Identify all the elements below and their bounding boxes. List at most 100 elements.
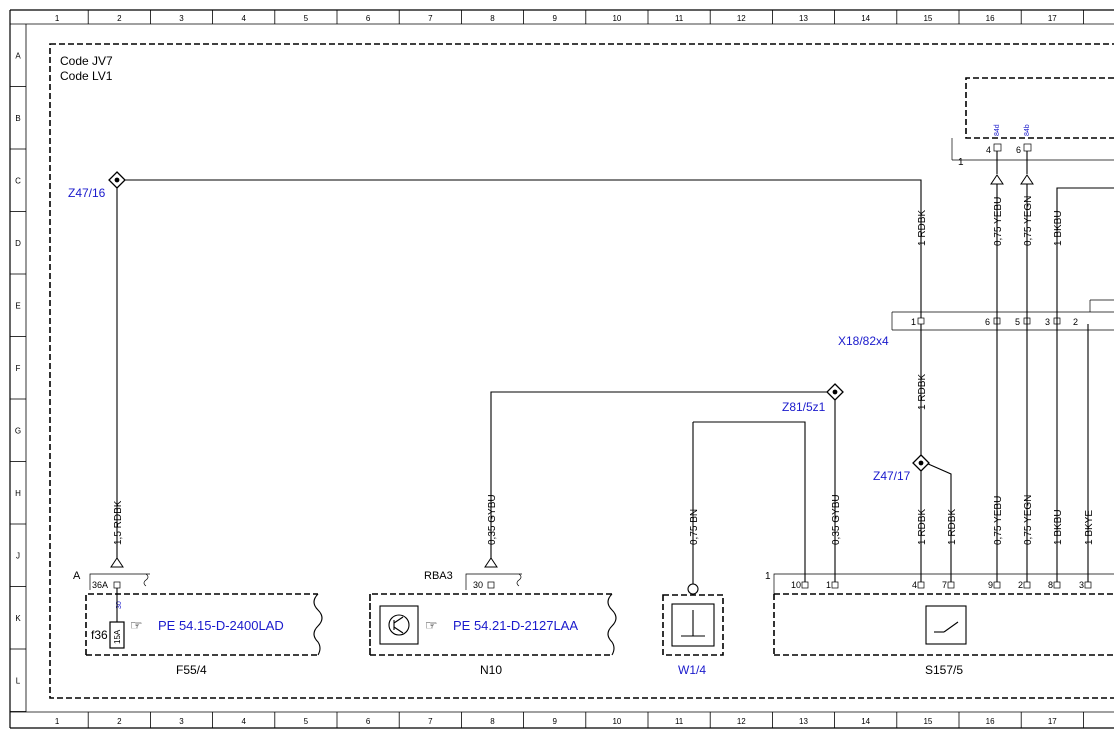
s157-pin-label: 9 <box>988 580 993 590</box>
column-number-top: 11 <box>675 14 684 23</box>
row-letter: G <box>15 426 21 435</box>
splice-z81-5z1: Z81/5z1 <box>782 383 844 414</box>
wires <box>116 151 1114 584</box>
column-number-top: 16 <box>986 14 995 23</box>
wire-label-w9: 1 RDBK <box>917 374 928 410</box>
row-letter: C <box>15 176 21 185</box>
column-number-bottom: 8 <box>490 717 495 726</box>
column-number-bottom: 1 <box>55 717 60 726</box>
s157-pin-socket <box>993 581 1001 589</box>
wire-label-w10: 1 RDBK <box>917 509 928 545</box>
n10-name: N10 <box>480 663 502 677</box>
column-number-bottom: 9 <box>552 717 557 726</box>
row-letter: F <box>16 364 21 373</box>
n10-ref-icon: ☞ <box>425 617 438 633</box>
wire-label-w5: 1 RDBK <box>917 210 928 246</box>
column-number-bottom: 7 <box>428 717 433 726</box>
wire-label-w6: 0,75 YEBU <box>993 197 1004 246</box>
column-number-top: 14 <box>861 14 870 23</box>
wire-label-w14: 1 BKBU <box>1053 509 1064 545</box>
s157-pin-label: 4 <box>912 580 917 590</box>
f55-pin: 36A <box>92 580 108 590</box>
f55-fuse-rating: 15A <box>113 629 122 644</box>
wire-label-w4: 0,35 GYBU <box>831 494 842 545</box>
column-number-bottom: 2 <box>117 717 122 726</box>
splice-z81-5z1-label: Z81/5z1 <box>782 400 826 414</box>
f55-pin-blue: 30 <box>116 601 123 609</box>
wire-label-w2: 0,35 GYBU <box>487 494 498 545</box>
column-number-top: 4 <box>241 14 246 23</box>
s157-pin-label: 8 <box>1048 580 1053 590</box>
w1-4-name: W1/4 <box>678 663 706 677</box>
column-number-top: 3 <box>179 14 184 23</box>
component-n10: RBA3 30 ☞ PE 54.21-D-2127LAA N10 <box>369 570 617 677</box>
column-number-top: 7 <box>428 14 433 23</box>
n10-pin: 30 <box>473 580 483 590</box>
row-letter: D <box>15 239 21 248</box>
s157-pin-socket <box>1023 581 1031 589</box>
x18-pin-1: 1 <box>911 317 916 327</box>
x18-label: X18/82x4 <box>838 334 889 348</box>
component-w1-4: W1/4 <box>662 583 724 677</box>
column-number-bottom: 12 <box>737 717 746 726</box>
column-number-top: 5 <box>304 14 309 23</box>
column-number-bottom: 13 <box>799 717 808 726</box>
code-label-lv1: Code LV1 <box>60 69 113 83</box>
column-number-bottom: 14 <box>861 717 870 726</box>
row-letter: E <box>15 301 20 310</box>
n10-ref[interactable]: PE 54.21-D-2127LAA <box>453 618 578 633</box>
code-label-jv7: Code JV7 <box>60 54 113 68</box>
f55-ref-icon: ☞ <box>130 617 143 633</box>
column-number-bottom: 17 <box>1048 717 1057 726</box>
column-number-top: 1 <box>55 14 60 23</box>
x18-pin-5: 5 <box>1015 317 1020 327</box>
row-letter: J <box>16 551 20 560</box>
s157-corner: 1 <box>765 571 771 582</box>
column-number-top: 9 <box>552 14 557 23</box>
column-number-top: 12 <box>737 14 746 23</box>
n10-connector: RBA3 <box>424 570 453 582</box>
row-letter: H <box>15 489 21 498</box>
column-number-bottom: 10 <box>612 717 621 726</box>
s157-pin-label: 7 <box>942 580 947 590</box>
code-boundary <box>49 43 1114 699</box>
s157-pin-socket <box>1053 581 1061 589</box>
s157-pin-label: 10 <box>791 580 801 590</box>
s157-pin-label: 1 <box>826 580 831 590</box>
row-letter: K <box>15 614 21 623</box>
connector-x18: 1 6 5 3 2 X18/82x4 <box>838 299 1114 348</box>
wire-label-w3: 0,75 BN <box>689 509 700 545</box>
row-letter: L <box>16 676 21 685</box>
column-number-bottom: 3 <box>179 717 184 726</box>
column-number-bottom: 6 <box>366 717 371 726</box>
column-number-top: 13 <box>799 14 808 23</box>
column-number-top: 8 <box>490 14 495 23</box>
ground-symbol <box>671 603 715 647</box>
top-module-pin-6-blue: 84b <box>1024 124 1031 136</box>
n10-transistor-icon <box>388 614 410 636</box>
wire-triangles <box>110 174 1034 568</box>
top-module-corner: 1 <box>958 157 964 168</box>
top-module-pin-4-blue: 84d <box>994 124 1001 136</box>
s157-pin-socket <box>917 581 925 589</box>
s157-pin-label: 2 <box>1018 580 1023 590</box>
top-module: 1 4 6 84d 84b <box>951 77 1114 168</box>
column-number-top: 10 <box>612 14 621 23</box>
splice-z47-16-label: Z47/16 <box>68 186 106 200</box>
x18-pin-6: 6 <box>985 317 990 327</box>
wire-labels: 1,5 RDBK 0,35 GYBU 0,75 BN 0,35 GYBU 1 R… <box>113 196 1095 545</box>
column-number-top: 2 <box>117 14 122 23</box>
wire-label-w7: 0,75 YEGN <box>1023 196 1034 246</box>
component-f55: A 36A 30 15A f36 ☞ PE 54.15-D-2400LAD F5… <box>73 570 323 677</box>
column-number-bottom: 4 <box>241 717 246 726</box>
wire-label-w11: 1 RDBK <box>947 509 958 545</box>
f55-ref[interactable]: PE 54.15-D-2400LAD <box>158 618 284 633</box>
drawing-frame: 1122334455667788991010111112121313141415… <box>9 9 1114 729</box>
wire-label-w15: 1 BKYE <box>1084 510 1095 545</box>
row-letter: A <box>15 51 21 60</box>
wire-label-w12: 0,75 YEBU <box>993 496 1004 545</box>
row-letter: B <box>15 114 20 123</box>
top-module-pin-6: 6 <box>1016 145 1021 155</box>
